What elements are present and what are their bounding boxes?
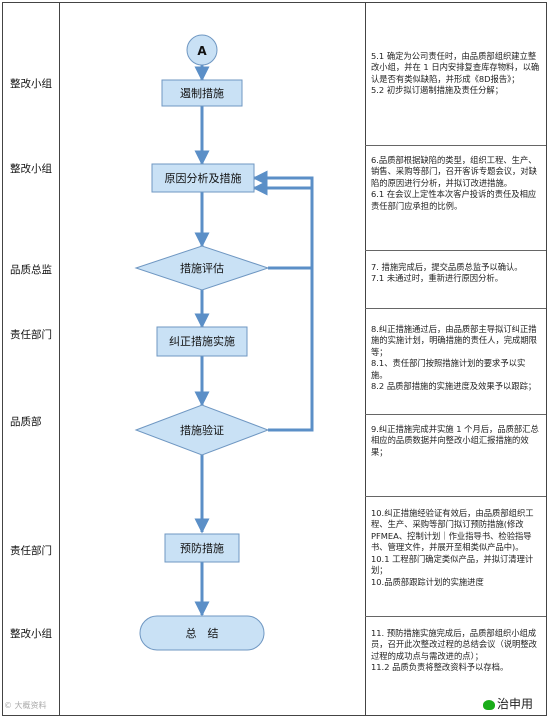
feedback-arrow-evaluate — [252, 180, 314, 270]
step-label: 原因分析及措施 — [165, 171, 242, 185]
description-text: 11. 预防措施实施完成后，品质部组织小组成员，召开此次整改过程的总结会议（说明… — [371, 628, 537, 661]
step-label: 措施验证 — [180, 423, 224, 437]
column-divider-left — [59, 2, 60, 716]
step-label: 纠正措施实施 — [169, 334, 235, 348]
decision-evaluate — [134, 245, 270, 291]
feedback-arrow-verify — [252, 170, 314, 432]
step-prevent — [164, 533, 240, 563]
description-block: 11. 预防措施实施完成后，品质部组织小组成员，召开此次整改过程的总结会议（说明… — [371, 628, 541, 674]
row-divider — [365, 414, 546, 415]
step-label: 预防措施 — [180, 541, 224, 555]
description-block: 8.纠正措施通过后，由品质部主导拟订纠正措施的实施计划，明确措施的责任人，完成期… — [371, 324, 541, 393]
description-block: 10.纠正措施经验证有效后，由品质部组织工程、生产、采购等部门拟订预防措施(修改… — [371, 508, 541, 588]
description-text: 6.1 在会议上定性本次客户投诉的责任及相应责任部门应承担的比例。 — [371, 189, 537, 211]
step-label: 措施评估 — [180, 261, 224, 275]
description-block: 9.纠正措施完成并实施 1 个月后，品质部汇总相应的品质数据并向整改小组汇报措施… — [371, 424, 541, 458]
description-text: 10.纠正措施经验证有效后，由品质部组织工程、生产、采购等部门拟订预防措施(修改… — [371, 508, 534, 553]
description-block: 7. 措施完成后，提交品质总监予以确认。 7.1 未通过时，重新进行原因分析。 — [371, 262, 541, 285]
watermark-right: 治申用 — [481, 695, 536, 712]
watermark-left: © 大概资料 — [4, 701, 47, 710]
decision-verify — [134, 404, 270, 456]
column-divider-right — [365, 2, 366, 716]
description-text: 8.2 品质部措施的实施进度及效果予以跟踪； — [371, 381, 537, 392]
row-divider — [365, 616, 546, 617]
wechat-icon — [483, 699, 495, 710]
role-label: 品质总监 — [10, 264, 52, 276]
description-text: 10.1 工程部门确定类似产品，并拟订清理计划； — [371, 553, 534, 576]
role-label: 责任部门 — [10, 545, 52, 557]
role-label: 责任部门 — [10, 329, 52, 341]
description-text: 7.1 未通过时，重新进行原因分析。 — [371, 273, 503, 284]
description-text: 10.品质部跟踪计划的实施进度 — [371, 576, 484, 587]
step-implement — [156, 326, 248, 357]
description-text: 7. 措施完成后，提交品质总监予以确认。 — [371, 262, 523, 272]
row-divider — [365, 308, 546, 309]
description-text: 5.2 初步拟订遏制措施及责任分解； — [371, 85, 503, 96]
start-connector-label: A — [197, 44, 207, 58]
role-label: 整改小组 — [10, 78, 52, 90]
description-text: 8.1、责任部门按照措施计划的要求予以实施。 — [371, 358, 526, 380]
description-text: 5.1 确定为公司责任时，由品质部组织建立整改小组，并在 1 日内安排复查库存物… — [371, 51, 540, 84]
role-label: 品质部 — [10, 416, 42, 428]
description-block: 6.品质部根据缺陷的类型，组织工程、生产、销售、采购等部门，召开客诉专题会议，对… — [371, 155, 541, 212]
role-label: 整改小组 — [10, 163, 52, 175]
row-divider — [365, 250, 546, 251]
start-connector — [186, 34, 218, 66]
row-divider — [365, 496, 546, 497]
watermark-right-text: 治申用 — [497, 697, 534, 711]
step-contain — [161, 79, 243, 107]
step-label: 遏制措施 — [180, 86, 224, 100]
row-divider — [365, 145, 546, 146]
role-label: 整改小组 — [10, 628, 52, 640]
description-block: 5.1 确定为公司责任时，由品质部组织建立整改小组，并在 1 日内安排复查库存物… — [371, 51, 541, 97]
description-text: 9.纠正措施完成并实施 1 个月后，品质部汇总相应的品质数据并向整改小组汇报措施… — [371, 424, 539, 457]
description-text: 8.纠正措施通过后，由品质部主导拟订纠正措施的实施计划，明确措施的责任人，完成期… — [371, 324, 537, 357]
description-text: 6.品质部根据缺陷的类型，组织工程、生产、销售、采购等部门，召开客诉专题会议，对… — [371, 155, 537, 188]
terminal-summary — [139, 615, 265, 651]
step-analysis — [151, 163, 255, 193]
step-label: 总 结 — [186, 626, 219, 640]
description-text: 11.2 品质负责将整改资料予以存档。 — [371, 662, 509, 673]
